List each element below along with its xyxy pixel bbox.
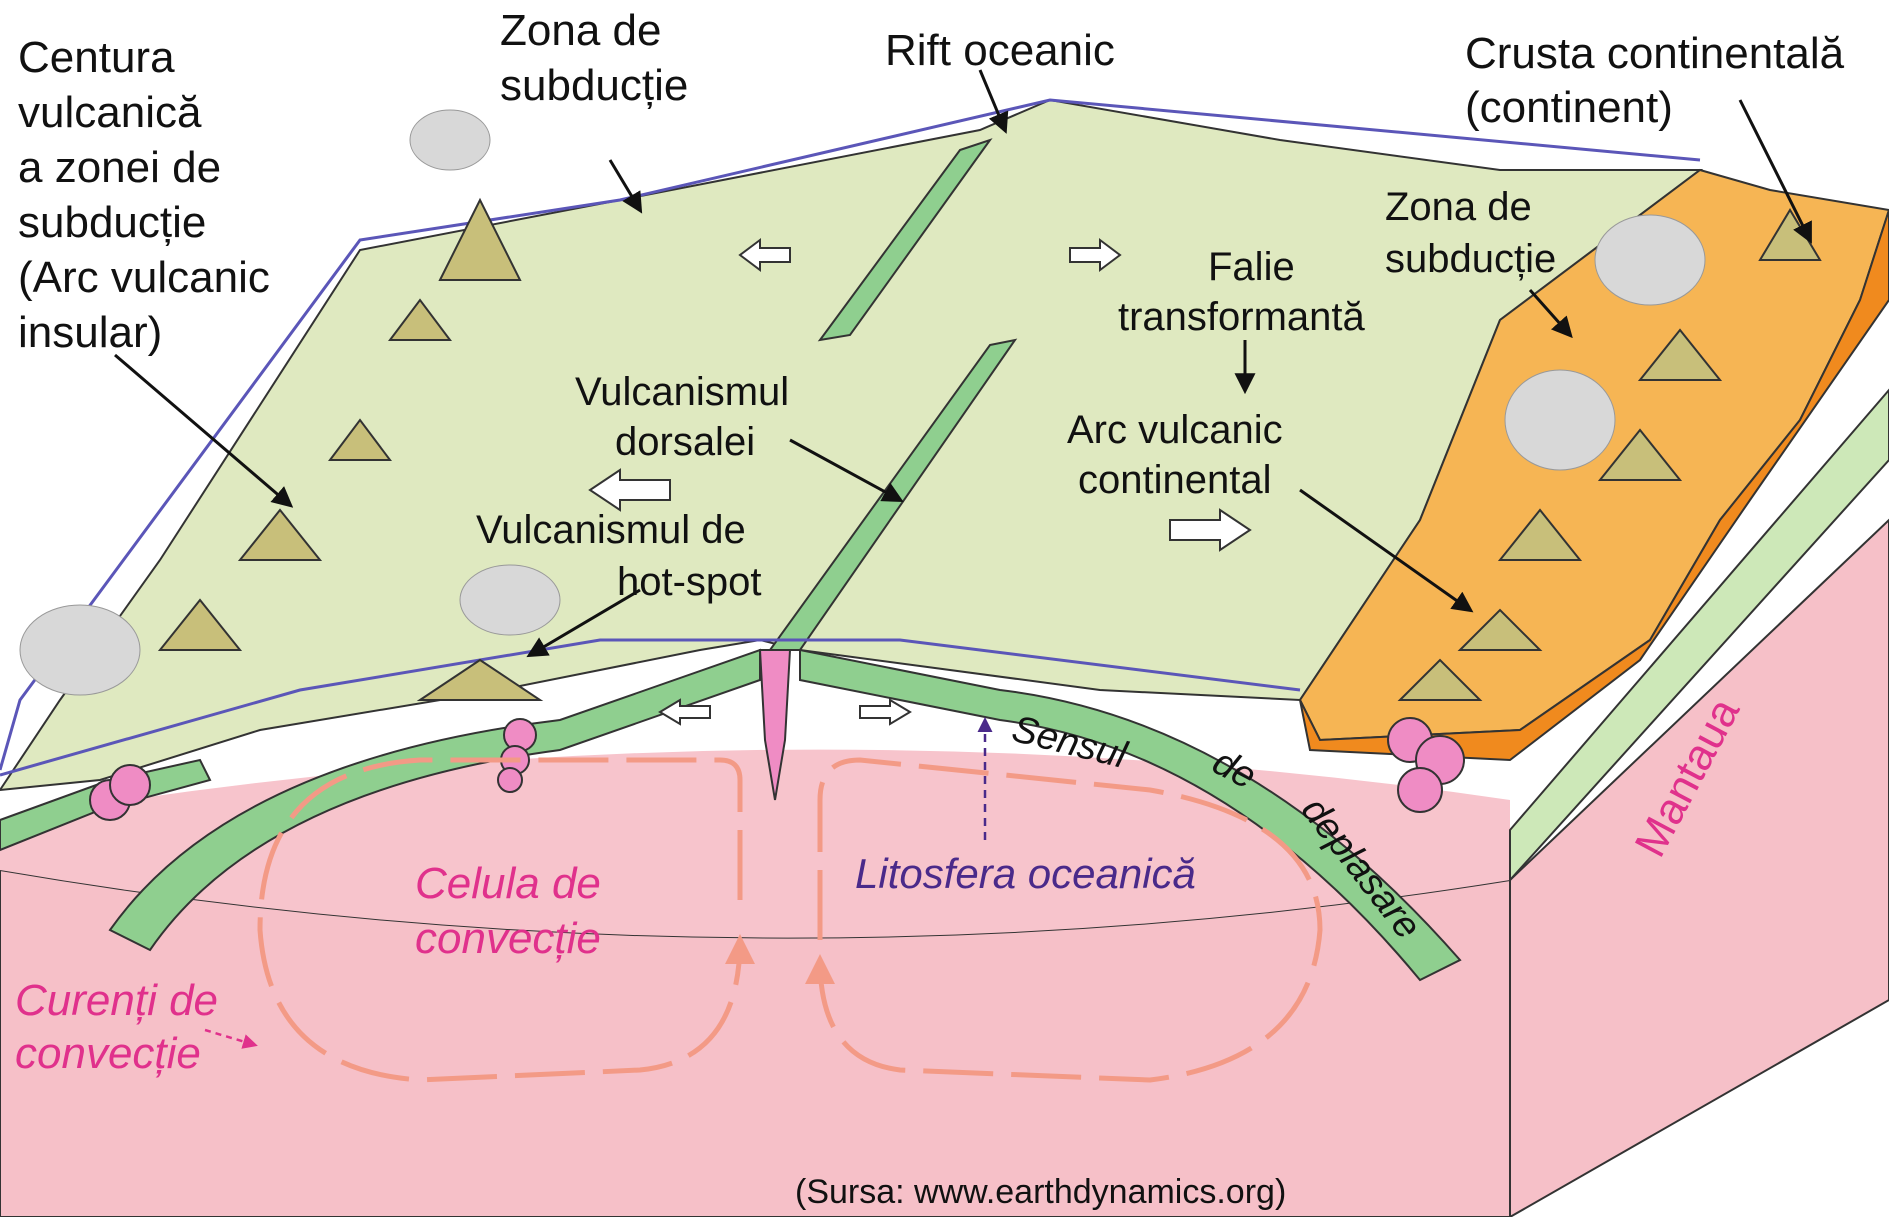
label-rift: Rift oceanic [885,26,1115,75]
source-credit: (Sursa: www.earthdynamics.org) [795,1173,1286,1211]
label-zona-subductie-left: Zona de subducție [500,6,688,110]
label-crusta: Crusta continentală (continent) [1465,29,1856,132]
label-centura: Centura vulcanică a zonei de subducție (… [18,33,282,357]
label-litosfera: Litosfera oceanică [855,850,1196,897]
